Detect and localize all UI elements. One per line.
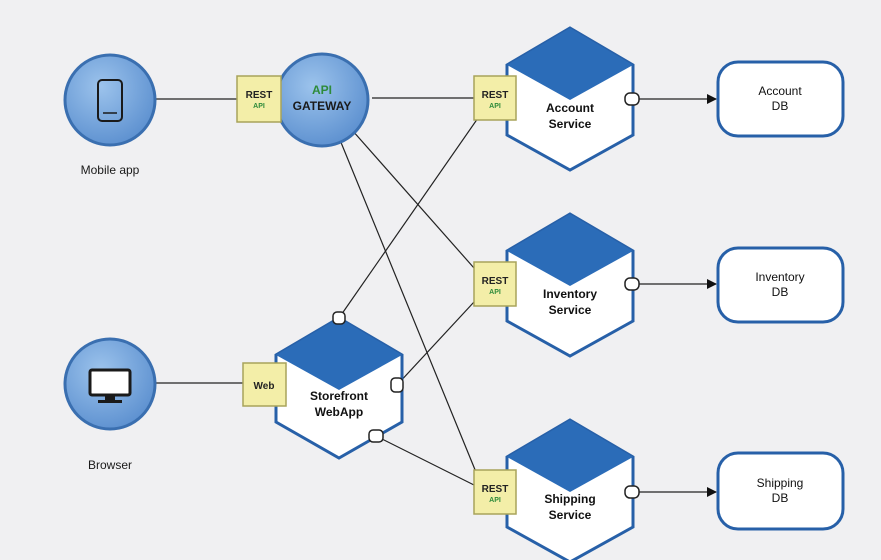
inventory-rest-badge-line1: REST: [482, 276, 509, 287]
connector-storefront-shipping: [375, 435, 475, 486]
storefront-webapp-node[interactable]: Storefront WebApp: [274, 311, 404, 460]
account-service-line2: Service: [549, 117, 592, 131]
storefront-line2: WebApp: [315, 405, 363, 419]
gateway-rest-badge-box: [236, 75, 282, 123]
inventory-rest-badge[interactable]: REST API: [473, 261, 517, 307]
storefront-port-right: [390, 377, 404, 393]
inventory-service-node[interactable]: Inventory Service: [505, 212, 640, 358]
api-gateway-title-line2: GATEWAY: [293, 99, 352, 113]
shipping-rest-badge[interactable]: REST API: [473, 469, 517, 515]
mobile-phone-icon: [97, 79, 123, 122]
shipping-rest-badge-line1: REST: [482, 484, 509, 495]
connector-storefront-inventory: [396, 301, 475, 386]
shipping-service-line1: Shipping: [544, 492, 595, 506]
shipping-db-node[interactable]: Shipping DB: [716, 451, 845, 531]
storefront-web-badge-box: [242, 362, 287, 407]
shipping-db-box: [716, 451, 845, 531]
monitor-icon: [88, 368, 132, 403]
inventory-db-line1: Inventory: [755, 270, 804, 284]
inventory-service-port: [624, 277, 640, 291]
inventory-rest-badge-box: [473, 261, 517, 307]
shipping-service-node[interactable]: Shipping Service: [505, 418, 640, 560]
shipping-db-line2: DB: [772, 491, 789, 505]
connector-gateway-shipping: [339, 139, 479, 478]
inventory-db-line2: DB: [772, 285, 789, 299]
account-rest-badge-box: [473, 75, 517, 121]
mobile-app-label: Mobile app: [81, 163, 140, 177]
inventory-rest-badge-line2: API: [489, 289, 501, 296]
account-service-port: [624, 92, 640, 106]
connector-gateway-inventory: [351, 129, 475, 269]
gateway-rest-badge-line2: API: [253, 103, 265, 110]
connector-storefront-account: [338, 117, 479, 319]
shipping-rest-badge-box: [473, 469, 517, 515]
account-db-box: [716, 60, 845, 138]
account-rest-badge-line1: REST: [482, 90, 509, 101]
storefront-hexagon-top: [276, 318, 402, 390]
storefront-port-bottom: [368, 429, 384, 443]
account-service-hexagon-top: [507, 28, 633, 100]
account-service-node[interactable]: Account Service: [505, 26, 640, 172]
inventory-service-line1: Inventory: [543, 287, 597, 301]
storefront-web-badge-label: Web: [254, 381, 275, 392]
inventory-db-box: [716, 246, 845, 324]
shipping-service-line2: Service: [549, 508, 592, 522]
account-db-line2: DB: [772, 99, 789, 113]
gateway-rest-badge[interactable]: REST API: [236, 75, 282, 123]
inventory-service-line2: Service: [549, 303, 592, 317]
browser-label: Browser: [88, 458, 132, 472]
storefront-line1: Storefront: [310, 389, 368, 403]
inventory-service-hexagon-top: [507, 214, 633, 286]
account-db-line1: Account: [758, 84, 802, 98]
browser-node[interactable]: Browser: [63, 337, 157, 472]
mobile-app-node[interactable]: Mobile app: [63, 53, 157, 177]
connectors: [156, 94, 717, 497]
api-gateway-node[interactable]: API GATEWAY: [274, 52, 370, 148]
account-db-node[interactable]: Account DB: [716, 60, 845, 138]
shipping-service-hexagon-top: [507, 420, 633, 492]
shipping-db-line1: Shipping: [757, 476, 804, 490]
account-rest-badge[interactable]: REST API: [473, 75, 517, 121]
storefront-web-badge[interactable]: Web: [242, 362, 287, 407]
storefront-port-top: [332, 311, 346, 325]
mobile-app-circle: [63, 53, 157, 147]
shipping-service-port: [624, 485, 640, 499]
inventory-db-node[interactable]: Inventory DB: [716, 246, 845, 324]
api-gateway-title-line1: API: [312, 83, 332, 97]
account-rest-badge-line2: API: [489, 103, 501, 110]
account-service-line1: Account: [546, 101, 594, 115]
gateway-rest-badge-line1: REST: [246, 90, 273, 101]
shipping-rest-badge-line2: API: [489, 497, 501, 504]
